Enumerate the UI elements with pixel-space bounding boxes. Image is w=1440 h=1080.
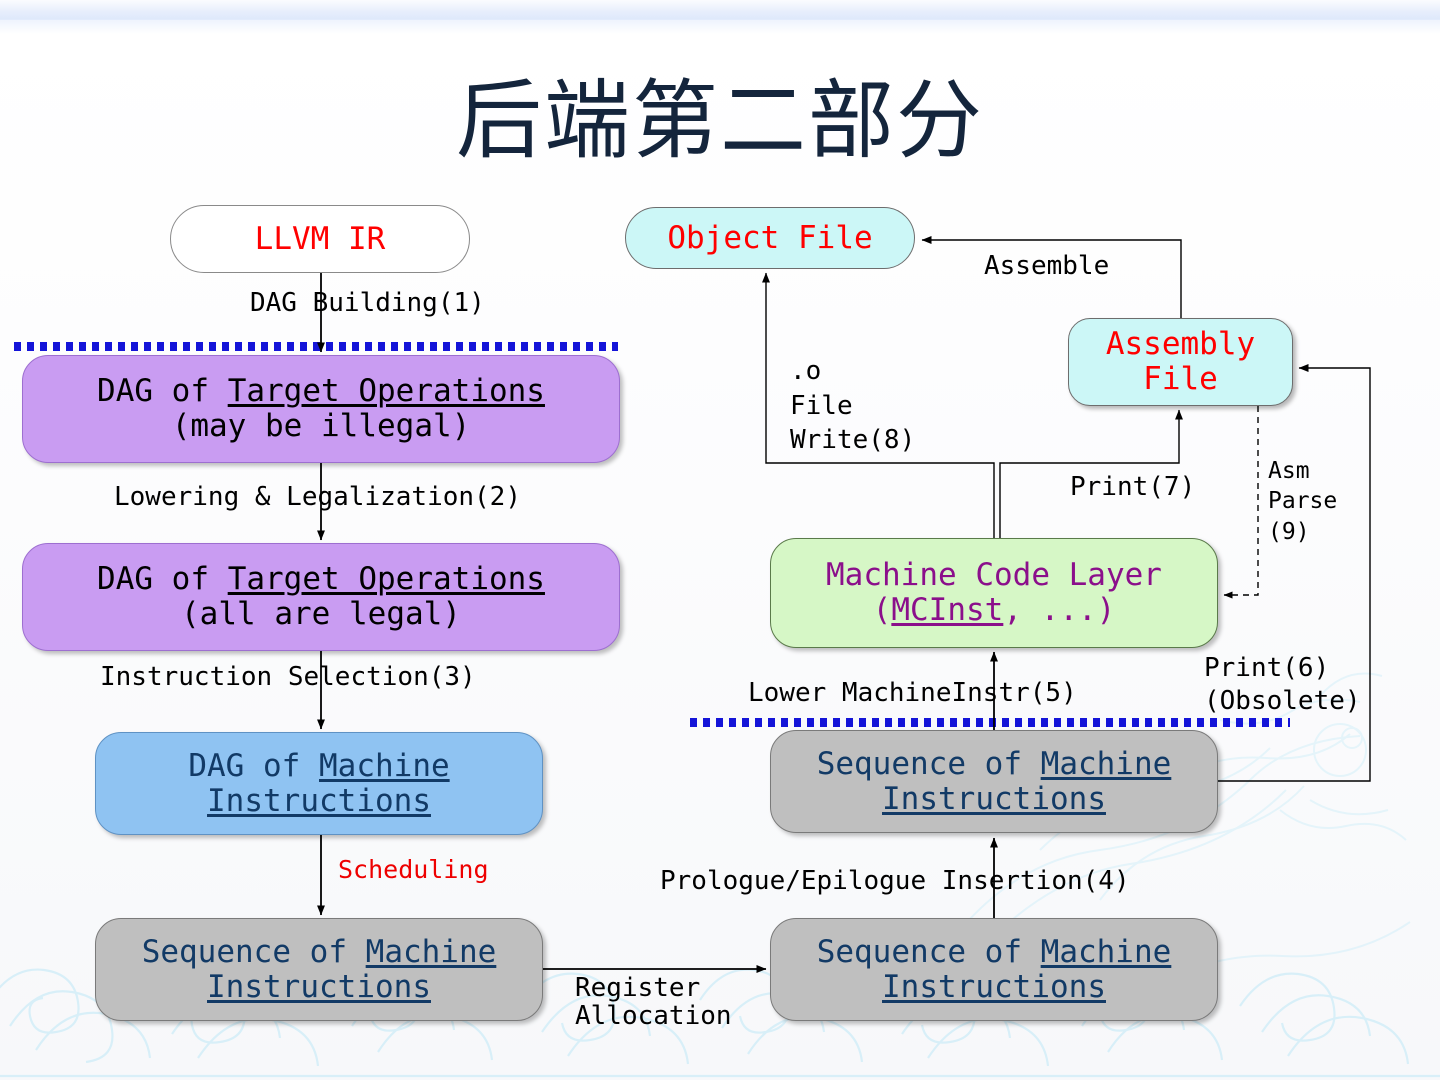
mcl-line2-link: MCInst bbox=[891, 592, 1004, 628]
dag-legal-line1-link: Target Operations bbox=[227, 561, 545, 598]
node-dag-target-operations-legal[interactable]: DAG of Target Operations(all are legal) bbox=[22, 543, 620, 651]
node-assembly-file-line2: File bbox=[1143, 361, 1218, 397]
register-allocation-line2: Allocation bbox=[575, 1000, 732, 1031]
seq-br-line1-prefix: Sequence of bbox=[816, 933, 1041, 970]
seq-tr-line1-link: Machine bbox=[1040, 745, 1172, 782]
edge-label-print7: Print(7) bbox=[1070, 472, 1196, 502]
seq-br-line1-link: Machine bbox=[1040, 933, 1172, 970]
register-allocation-line1: Register bbox=[575, 973, 701, 1003]
seq-br-line2-link: Instructions bbox=[882, 968, 1106, 1005]
node-dag-target-operations-illegal[interactable]: DAG of Target Operations(may be illegal) bbox=[22, 355, 620, 463]
node-machine-code-layer[interactable]: Machine Code Layer(MCInst, ...) bbox=[770, 538, 1218, 648]
print6-line2: (Obsolete) bbox=[1204, 685, 1361, 716]
node-object-file[interactable]: Object File bbox=[625, 207, 915, 269]
node-llvm-ir[interactable]: LLVM IR bbox=[170, 205, 470, 273]
edge-label-scheduling: Scheduling bbox=[338, 855, 489, 884]
dag-illegal-line1-link: Target Operations bbox=[227, 373, 545, 410]
asm-parse-line1: Asm bbox=[1268, 458, 1310, 484]
edge-label-prologue-epilogue: Prologue/Epilogue Insertion(4) bbox=[660, 866, 1130, 896]
node-object-file-label: Object File bbox=[667, 219, 873, 256]
print6-line1: Print(6) bbox=[1204, 653, 1330, 683]
dagmi-line2-link: Instructions bbox=[207, 782, 431, 819]
asm-parse-line3: (9) bbox=[1268, 518, 1310, 545]
node-assembly-file-line1: Assembly bbox=[1105, 326, 1256, 363]
seq-tr-line1-prefix: Sequence of bbox=[816, 745, 1041, 782]
top-accent-band-fade bbox=[0, 20, 1440, 34]
mcl-line2-open: ( bbox=[872, 592, 892, 628]
dag-illegal-line2: (may be illegal) bbox=[171, 408, 471, 444]
dag-legal-line2: (all are legal) bbox=[181, 596, 461, 632]
dag-illegal-line1-prefix: DAG of bbox=[97, 373, 228, 410]
edge-label-lower-machineinstr: Lower MachineInstr(5) bbox=[748, 678, 1077, 708]
dagmi-line1-prefix: DAG of bbox=[188, 747, 319, 784]
edge-label-dag-building: DAG Building(1) bbox=[250, 288, 485, 318]
node-llvm-ir-label: LLVM IR bbox=[254, 220, 386, 257]
mcl-line1: Machine Code Layer bbox=[826, 557, 1162, 594]
o-file-write-line3: Write(8) bbox=[790, 425, 916, 456]
seq-bl-line1-link: Machine bbox=[365, 933, 497, 970]
dotted-divider-left bbox=[14, 342, 618, 351]
edge-label-print6: Print(6)(Obsolete) bbox=[1204, 652, 1361, 717]
seq-bl-line2-link: Instructions bbox=[207, 968, 431, 1005]
dagmi-line1-link: Machine bbox=[319, 747, 450, 784]
o-file-write-line1: .o bbox=[790, 356, 822, 386]
edge-label-instruction-selection: Instruction Selection(3) bbox=[100, 662, 476, 692]
seq-bl-line1-prefix: Sequence of bbox=[141, 933, 366, 970]
edge-label-assemble: Assemble bbox=[984, 251, 1110, 281]
dag-legal-line1-prefix: DAG of bbox=[97, 561, 228, 598]
edge-label-lowering-legalization: Lowering & Legalization(2) bbox=[114, 482, 521, 512]
o-file-write-line2: File bbox=[790, 390, 853, 421]
slide-title: 后端第二部分 bbox=[456, 71, 984, 171]
seq-tr-line2-link: Instructions bbox=[882, 780, 1106, 817]
asm-parse-line2: Parse bbox=[1268, 488, 1338, 515]
mcl-line2-close: , ...) bbox=[1003, 592, 1116, 628]
dotted-divider-right bbox=[690, 718, 1290, 727]
